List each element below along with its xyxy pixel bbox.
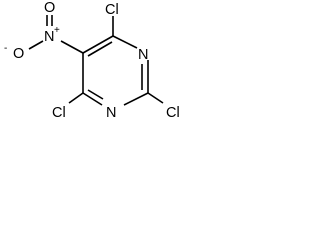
bond-nitro-n-o-single — [28, 40, 44, 50]
chlorine-right-label: Cl — [166, 105, 180, 121]
bond-c2-cl-right — [147, 92, 164, 104]
ring-nitrogen-bottom-label: N — [106, 105, 116, 121]
molecule-structure: O N + O - Cl N Cl N Cl — [4, 0, 180, 121]
nitro-nitrogen-charge: + — [54, 25, 60, 36]
ring-nitrogen-right-label: N — [138, 47, 148, 63]
bond-c4-cl-bottom — [68, 92, 84, 104]
chlorine-top-label: Cl — [105, 2, 119, 18]
ring-bond-c6-n1 — [112, 35, 138, 49]
bond-c5-nitro-n — [60, 40, 84, 54]
chlorine-bottom-left-label: Cl — [52, 105, 66, 121]
nitro-oxygen-double-label: O — [44, 0, 55, 16]
ring-bond-c2-n3 — [123, 92, 149, 106]
ring-bond-c5-c6 — [82, 35, 114, 54]
nitro-oxygen-single-label: O — [13, 46, 24, 62]
nitro-nitrogen-label: N — [44, 29, 54, 45]
ring-bond-c5-c6-inner — [87, 41, 113, 57]
ring-bond-n3-c4 — [82, 92, 103, 106]
ring-bond-n3-c4-inner — [87, 89, 104, 100]
nitro-oxygen-charge: - — [4, 43, 7, 54]
